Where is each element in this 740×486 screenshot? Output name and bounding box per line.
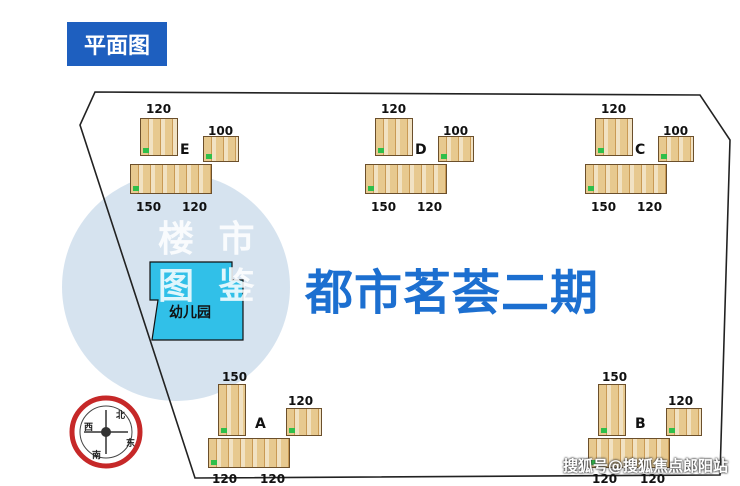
area-label: 120	[212, 472, 238, 486]
compass-south: 南	[92, 451, 102, 461]
compass-east: 东	[126, 439, 136, 449]
building-label-b: B	[635, 416, 646, 432]
area-label: 120	[146, 102, 172, 116]
area-label: 150	[136, 200, 162, 214]
kindergarten-shape	[149, 261, 244, 341]
site-boundary	[79, 91, 731, 479]
unit-plan	[208, 438, 290, 468]
unit-plan	[140, 118, 178, 156]
area-label: 120	[260, 472, 286, 486]
unit-plan	[203, 136, 239, 162]
unit-plan	[585, 164, 667, 194]
area-label: 150	[222, 370, 248, 384]
compass-west: 西	[84, 423, 94, 433]
area-label: 120	[182, 200, 208, 214]
compass-north: 北	[116, 411, 126, 421]
unit-plan	[365, 164, 447, 194]
area-label: 120	[601, 102, 627, 116]
building-label-e: E	[180, 142, 190, 158]
area-label: 120	[592, 472, 618, 486]
unit-plan	[598, 384, 626, 436]
unit-plan	[588, 438, 670, 468]
area-label: 120	[288, 394, 314, 408]
building-label-c: C	[635, 142, 646, 158]
footer-credit: 搜狐号@搜狐焦点郎阳站	[562, 457, 728, 475]
watermark-line-2: 图 鉴	[158, 266, 261, 307]
unit-plan	[218, 384, 246, 436]
area-label: 120	[668, 394, 694, 408]
unit-plan	[375, 118, 413, 156]
unit-plan	[438, 136, 474, 162]
area-label: 120	[381, 102, 407, 116]
building-label-d: D	[415, 142, 427, 158]
area-label: 150	[591, 200, 617, 214]
project-title: 都市茗荟二期	[305, 265, 600, 321]
unit-plan	[666, 408, 702, 436]
building-label-a: A	[255, 416, 266, 432]
area-label: 120	[637, 200, 663, 214]
watermark-line-1: 楼 市	[158, 219, 261, 260]
area-label: 100	[443, 124, 469, 138]
unit-plan	[595, 118, 633, 156]
kindergarten-label: 幼儿园	[169, 305, 211, 321]
area-label: 120	[417, 200, 443, 214]
unit-plan	[130, 164, 212, 194]
unit-plan	[658, 136, 694, 162]
area-label: 100	[208, 124, 234, 138]
area-label: 150	[371, 200, 397, 214]
area-label: 120	[640, 472, 666, 486]
area-label: 150	[602, 370, 628, 384]
compass-icon	[69, 395, 143, 469]
unit-plan	[286, 408, 322, 436]
area-label: 100	[663, 124, 689, 138]
page-badge: 平面图	[67, 22, 167, 66]
